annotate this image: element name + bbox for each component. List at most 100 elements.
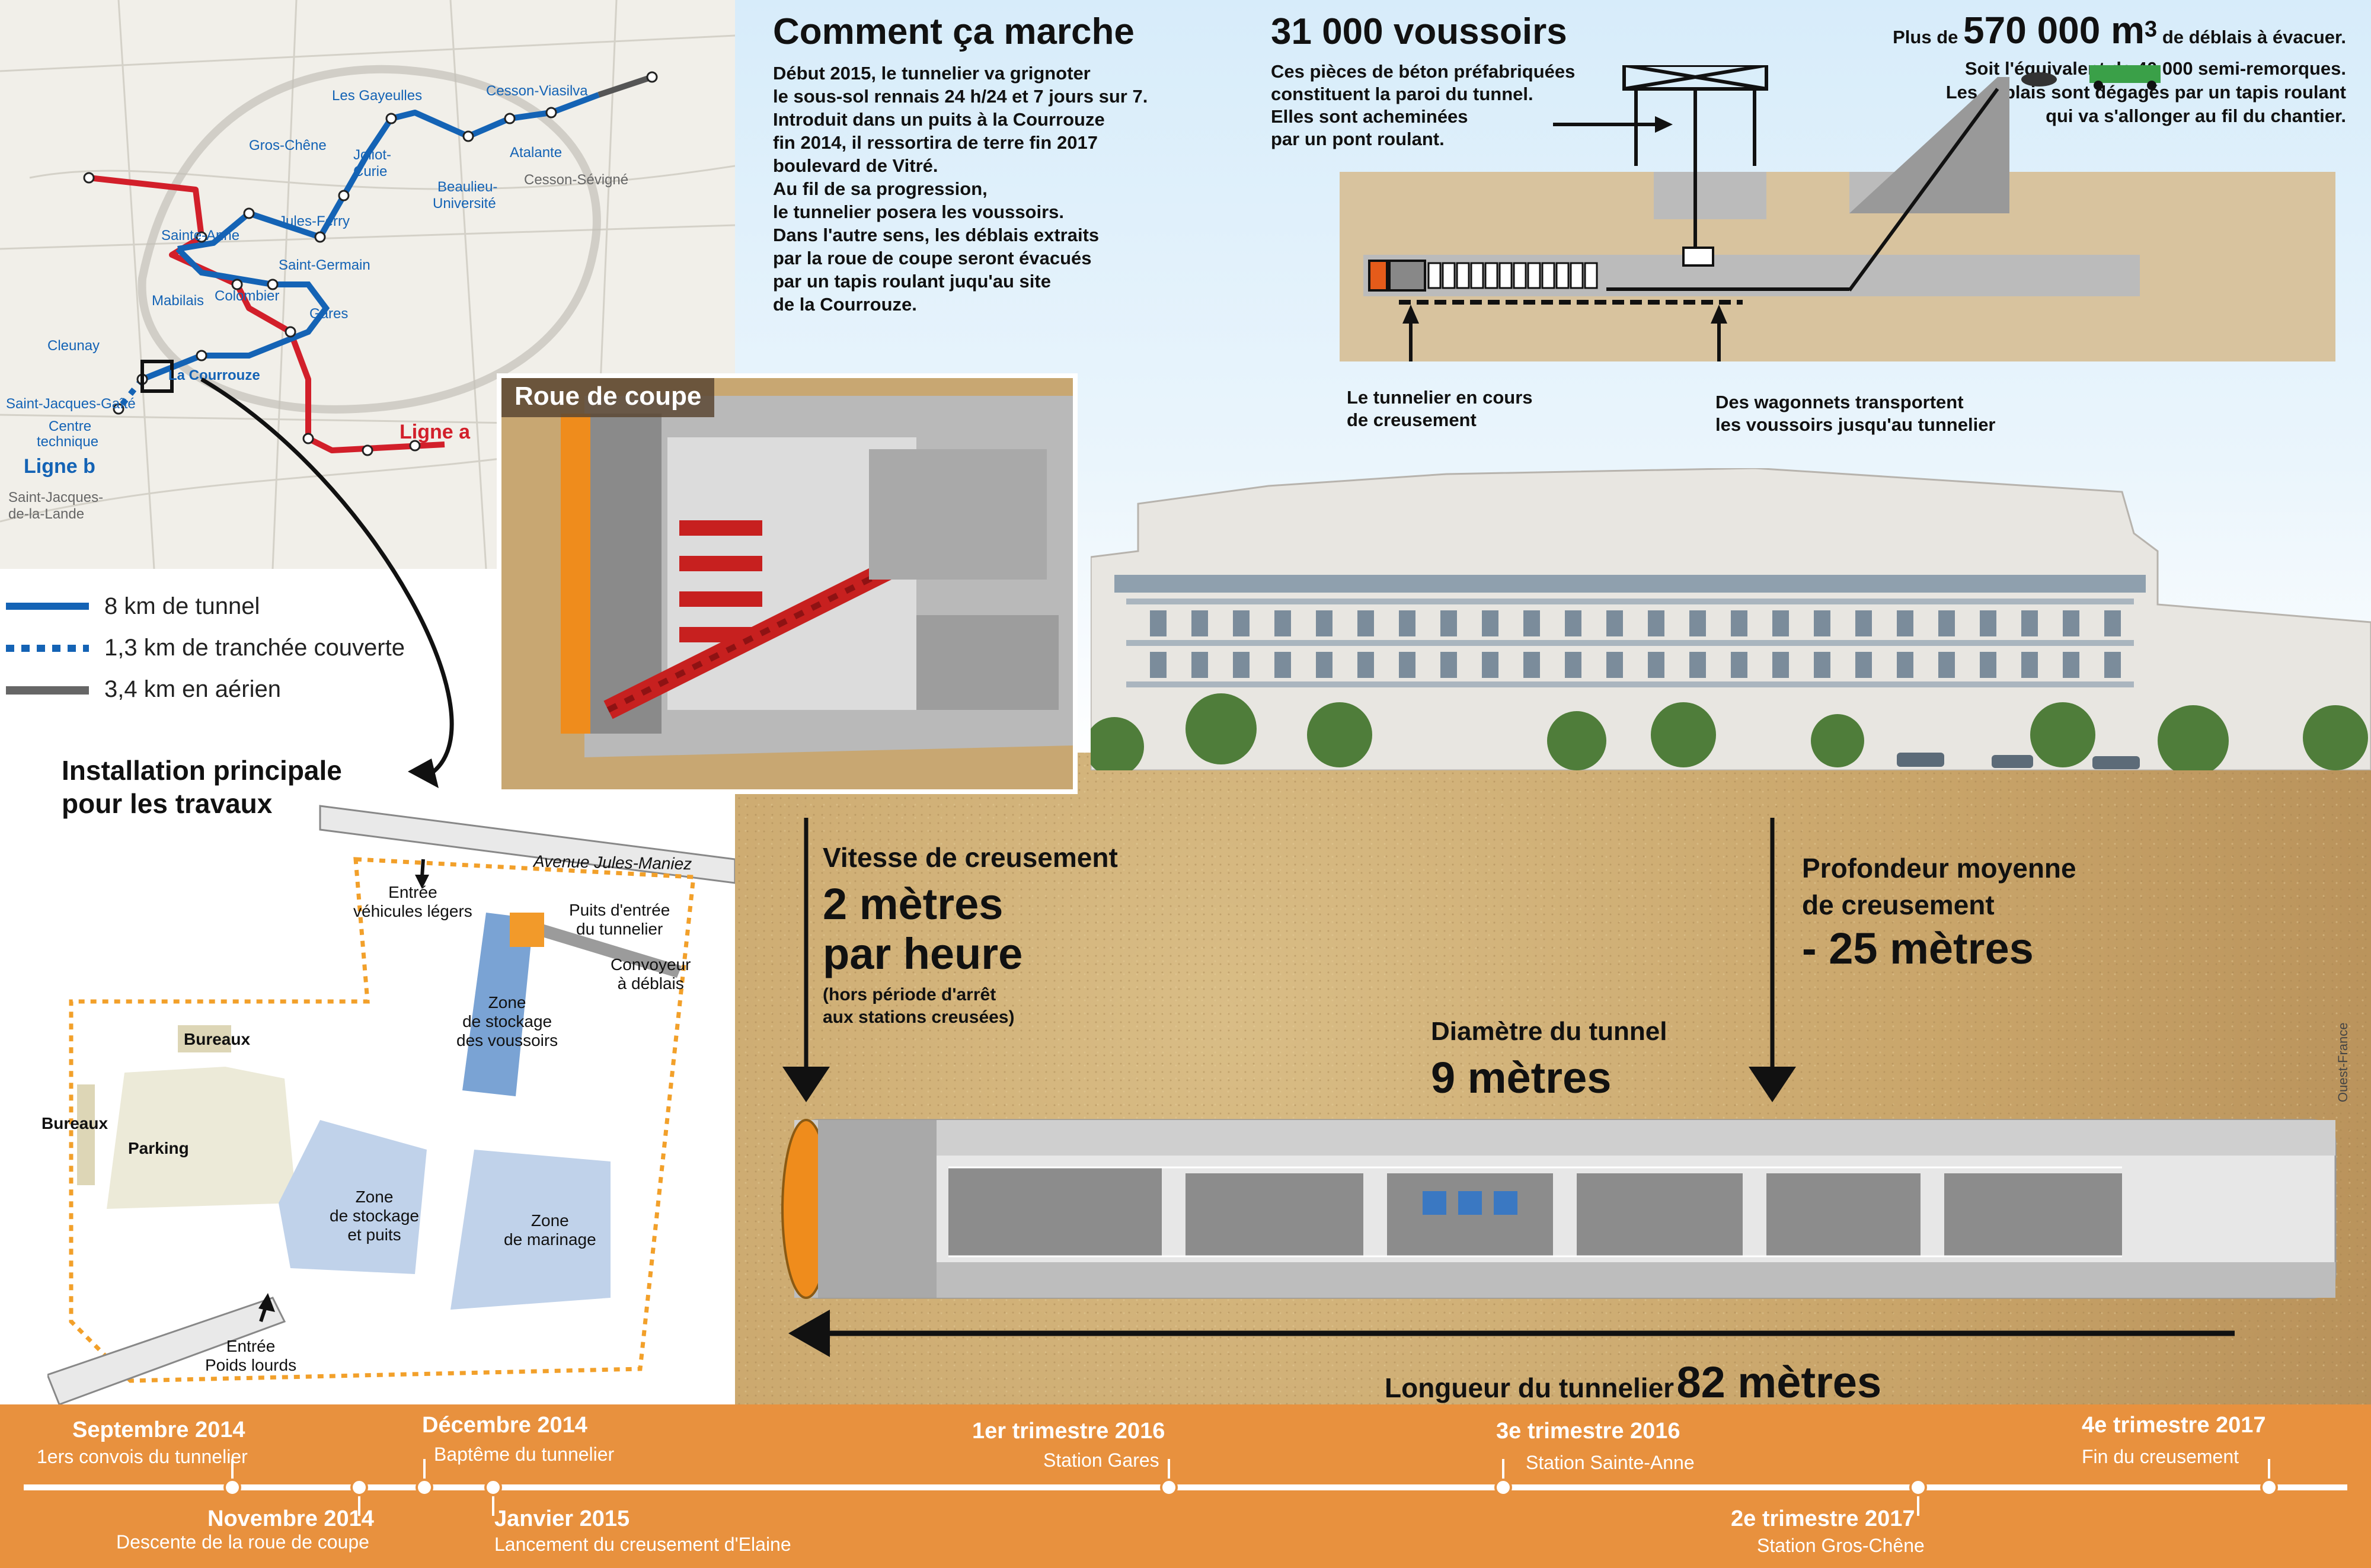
timeline-date: 3e trimestre 2016: [1496, 1419, 1680, 1444]
station-sainte-anne: Sainte-Anne: [161, 228, 240, 244]
tunnelier-line2: de creusement: [1347, 409, 1477, 430]
credit: Ouest-France: [2335, 1022, 2350, 1103]
convoyeur-line1: Convoyeur: [611, 955, 691, 974]
timeline-date: 1er trimestre 2016: [972, 1419, 1165, 1444]
timeline-tick: [358, 1490, 360, 1516]
label-cesson-sevigne: Cesson-Sévigné: [524, 172, 629, 188]
timeline-date: Décembre 2014: [422, 1413, 587, 1438]
label-de-la-lande: de-la-Lande: [8, 506, 85, 522]
voussoirs-text: Ces pièces de béton préfabriquées consti…: [1271, 60, 1575, 151]
entree-pl: Entrée Poids lourds: [205, 1337, 296, 1375]
legend-swatch-tranchee: [6, 645, 89, 652]
timeline-dot: [223, 1479, 241, 1496]
timeline-dot: [484, 1479, 502, 1496]
entree-pl-line1: Entrée: [226, 1337, 276, 1355]
how-line: par un tapis roulant juqu'au site: [773, 271, 1051, 292]
installation-plan: [47, 805, 735, 1404]
sv-line3: des voussoirs: [456, 1031, 558, 1049]
profondeur-label: Profondeur moyenne de creusement: [1802, 850, 2076, 923]
wagonnets-line2: les voussoirs jusqu'au tunnelier: [1715, 414, 1996, 435]
diametre-value: 9 mètres: [1431, 1053, 1612, 1102]
timeline-date: 2e trimestre 2017: [1731, 1506, 1915, 1531]
voussoirs-line: Elles sont acheminées: [1271, 106, 1468, 127]
station-jules-ferry: Jules-Ferry: [279, 213, 350, 229]
sp-line3: et puits: [347, 1225, 401, 1244]
how-line: Début 2015, le tunnelier va grignoter: [773, 63, 1091, 84]
station-curie: Curie: [353, 164, 388, 180]
building-illustration: [1091, 468, 2371, 770]
legend-aerien: 3,4 km en aérien: [104, 676, 281, 702]
station-cesson: Cesson-Viasilva: [486, 83, 588, 99]
voussoirs-line: constituent la paroi du tunnel.: [1271, 84, 1533, 104]
timeline-tick: [492, 1490, 494, 1516]
vitesse-label: Vitesse de creusement: [823, 842, 1118, 873]
timeline-tick: [1917, 1490, 1919, 1516]
entree-vl-line1: Entrée: [388, 883, 437, 901]
convoyeur-line2: à déblais: [617, 974, 684, 993]
legend-tunnel: 8 km de tunnel: [104, 593, 260, 619]
how-line: Au fil de sa progression,: [773, 178, 988, 199]
station-technique: technique: [37, 434, 99, 450]
station-mabilais: Mabilais: [152, 293, 204, 309]
legend-swatch-tunnel: [6, 603, 89, 610]
timeline-desc: 1ers convois du tunnelier: [37, 1446, 248, 1467]
station-joliot: Joliot-: [353, 147, 392, 163]
legend-swatch-aerien: [6, 686, 89, 695]
ligne-a-label: Ligne a: [400, 421, 471, 443]
timeline-dot: [1160, 1479, 1178, 1496]
vitesse-value-line2: par heure: [823, 929, 1023, 978]
how-line: boulevard de Vitré.: [773, 155, 938, 176]
metro-map: Cesson-Viasilva Les Gayeulles Gros-Chêne…: [0, 0, 735, 569]
sp-line2: de stockage: [330, 1207, 419, 1225]
longueur-row: Longueur du tunnelier 82 mètres: [1385, 1357, 1881, 1407]
installation-title-line1: Installation principale: [62, 755, 342, 786]
entree-pl-line2: Poids lourds: [205, 1356, 297, 1374]
timeline-tick: [1502, 1459, 1504, 1485]
installation-title: Installation principale pour les travaux: [62, 754, 342, 820]
legend-tranchee: 1,3 km de tranchée couverte: [104, 635, 405, 661]
tunnelier-illustration: [781, 1119, 2337, 1299]
how-title: Comment ça marche: [773, 11, 1135, 52]
timeline-tick: [1168, 1459, 1170, 1485]
deblais-headline: Plus de 570 000 m3 de déblais à évacuer.: [1893, 8, 2346, 52]
puits-label: Puits d'entrée du tunnelier: [569, 901, 670, 939]
convoyeur-label: Convoyeur à déblais: [611, 955, 691, 993]
timeline-date: Novembre 2014: [207, 1506, 374, 1531]
ligne-b-label: Ligne b: [24, 455, 95, 478]
station-gares: Gares: [309, 306, 349, 322]
timeline-dot: [416, 1479, 433, 1496]
marinage-label: Zone de marinage: [504, 1211, 596, 1249]
entree-vl-line2: véhicules légers: [353, 902, 472, 920]
vitesse-value: 2 mètres par heure: [823, 879, 1022, 979]
timeline-date: Janvier 2015: [494, 1506, 630, 1531]
bureaux-top: Bureaux: [184, 1030, 251, 1048]
deblais-line: qui va s'allonger au fil du chantier.: [2046, 105, 2346, 126]
timeline-desc: Lancement du creusement d'Elaine: [494, 1534, 791, 1555]
timeline-dot: [350, 1479, 368, 1496]
vitesse-note: (hors période d'arrêt aux stations creus…: [823, 984, 1014, 1029]
roue-illustration: [501, 378, 1073, 789]
deblais-sup: 3: [2145, 17, 2158, 42]
deblais-text: Soit l'équivalent de 40 000 semi-remorqu…: [1946, 57, 2346, 128]
longueur-value: 82 mètres: [1676, 1358, 1882, 1407]
how-line: Dans l'autre sens, les déblais extraits: [773, 225, 1100, 245]
how-line: par la roue de coupe seront évacués: [773, 248, 1092, 268]
timeline-desc: Station Sainte-Anne: [1526, 1452, 1695, 1473]
station-la-courrouze: La Courrouze: [168, 367, 260, 383]
how-line: Introduit dans un puits à la Courrouze: [773, 109, 1105, 130]
station-saint-jacques-gaite: Saint-Jacques-Gaîté: [6, 396, 136, 412]
sp-line1: Zone: [355, 1188, 394, 1206]
station-atalante: Atalante: [510, 145, 563, 161]
timeline-desc: Baptême du tunnelier: [434, 1444, 615, 1465]
profondeur-line1: Profondeur moyenne: [1802, 853, 2076, 884]
label-tunnelier-schema: Le tunnelier en cours de creusement: [1347, 386, 1533, 431]
schema-tunnel-section: [1340, 65, 2335, 361]
voussoirs-line: Ces pièces de béton préfabriquées: [1271, 61, 1576, 82]
parking-label: Parking: [128, 1139, 189, 1157]
timeline-dot: [2260, 1479, 2278, 1496]
installation-title-line2: pour les travaux: [62, 788, 273, 819]
timeline-desc: Station Gares: [1043, 1449, 1159, 1471]
puits-line1: Puits d'entrée: [569, 901, 670, 919]
timeline-date: Septembre 2014: [72, 1417, 245, 1442]
roue-de-coupe-panel: Roue de coupe: [497, 373, 1078, 794]
